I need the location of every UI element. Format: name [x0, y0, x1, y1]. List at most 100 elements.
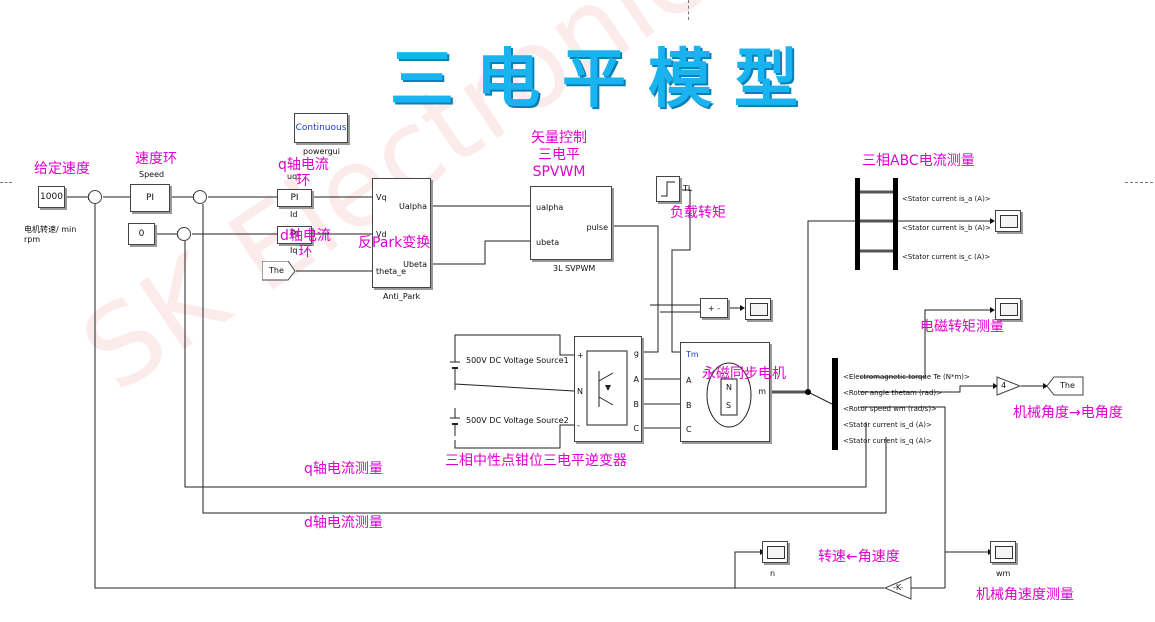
antipark-in-theta: theta_e [376, 267, 407, 276]
annot-svpwm: 矢量控制 三电平 SPVWM [531, 130, 587, 180]
annot-te-meas: 电磁转矩测量 [920, 319, 1004, 335]
torque-scope[interactable] [995, 298, 1021, 320]
theta-from-text: The [269, 266, 284, 275]
meas-signal-iq: <Stator current is_q (A)> [843, 437, 932, 445]
d-sum[interactable] [177, 227, 191, 241]
annot-npc-inverter: 三相中性点钳位三电平逆变器 [445, 453, 627, 469]
guide-line-top [688, 0, 689, 20]
meas-signal-te: <Electromagnetic torque Te (N*m)> [843, 373, 970, 381]
diff-block[interactable]: + - [700, 298, 728, 318]
gain4-text: 4 [1001, 381, 1007, 390]
q-pi-text: PI [290, 193, 299, 203]
const-1000-value: 1000 [40, 192, 63, 202]
load-torque-step[interactable] [656, 176, 680, 202]
annot-wm-meas: 机械角速度测量 [976, 587, 1074, 603]
abc-signal-c: <Stator current is_c (A)> [902, 253, 991, 261]
meas-signal-wm: <Rotor speed wm (rad/s)> [843, 405, 937, 413]
gain-rpm[interactable]: -K- [883, 576, 912, 600]
dc-source2-symbol[interactable] [448, 404, 462, 440]
inverter-port-minus: - [577, 421, 580, 430]
wm-scope[interactable] [990, 541, 1016, 563]
annot-mech-to-elec: 机械角度→电角度 [1013, 405, 1123, 421]
theta-goto-text: The [1060, 381, 1075, 390]
d-pi-block[interactable]: PI [277, 226, 312, 244]
motor-port-m: m [758, 387, 766, 396]
q-pi-block[interactable]: PI [277, 189, 312, 207]
antipark-out-ualpha: Ualpha [398, 202, 427, 211]
abc-bus-bar-right[interactable] [893, 178, 898, 270]
page-title: 三电平模型 [390, 42, 820, 117]
speed-sum[interactable] [88, 190, 102, 204]
inverter-port-c: C [633, 424, 639, 433]
id-ref-constant[interactable]: 0 [128, 223, 155, 245]
inverter-port-b: B [633, 400, 640, 409]
q-sum[interactable] [193, 190, 207, 204]
antipark-out-ubeta: Ubeta [403, 260, 427, 269]
guide-line-left [0, 182, 12, 183]
anti-park-name: Anti_Park [383, 292, 421, 301]
annot-rpm-conv: 转速←角速度 [818, 549, 900, 565]
npc-inverter-block[interactable]: + N - g A B C [574, 336, 642, 442]
theta-goto-tag[interactable]: The [1046, 376, 1084, 396]
uq-label: uq* [287, 172, 302, 181]
iq-label: Iq [290, 246, 298, 255]
motor-port-a: A [686, 376, 692, 385]
antipark-in-vd: Vd [376, 230, 387, 239]
svpwm-out-pulse: pulse [586, 223, 608, 232]
annot-d-meas: d轴电流测量 [304, 515, 383, 531]
diff-scope[interactable] [745, 298, 771, 320]
antipark-in-vq: Vq [376, 193, 387, 202]
inverter-port-g: g [633, 349, 639, 358]
annot-abc-meas: 三相ABC电流测量 [862, 153, 975, 169]
inverter-port-plus: + [577, 351, 584, 360]
motor-port-tm: Tm [686, 350, 699, 359]
annot-inv-park: 反Park变换 [358, 235, 431, 251]
guide-line-right [1125, 182, 1153, 183]
annot-d-loop: d轴电流 环 [280, 228, 331, 260]
dc-source1-label: 500V DC Voltage Source1 [466, 356, 569, 365]
annot-load-torque: 负载转矩 [670, 205, 726, 221]
d-pi-text: PI [290, 230, 299, 240]
abc-scope[interactable] [995, 210, 1021, 232]
gain-pole-pairs[interactable]: 4 [996, 376, 1022, 396]
speed-pi-block[interactable]: PI [130, 184, 170, 212]
speed-ref-constant[interactable]: 1000 [38, 186, 65, 208]
const-0-value: 0 [138, 229, 145, 239]
powergui-label: powergui [303, 147, 340, 156]
annot-speed-loop: 速度环 [135, 151, 177, 167]
theta-from-tag[interactable]: The [261, 260, 296, 281]
n-label: n [770, 569, 776, 578]
svpwm-block[interactable]: ualpha ubeta pulse [530, 186, 612, 260]
wm-label: wm [996, 569, 1011, 578]
inverter-port-n: N [577, 387, 583, 396]
svpwm-in-ubeta: ubeta [536, 238, 560, 247]
anti-park-block[interactable]: Vq Vd theta_e Ualpha Ubeta [372, 178, 431, 288]
annot-pmsm: 永磁同步电机 [702, 366, 786, 382]
dc-source1-symbol[interactable] [448, 348, 462, 384]
rpm-scope[interactable] [762, 541, 788, 563]
tl-label: TL [683, 184, 693, 193]
motor-pole-s: S [726, 401, 732, 410]
annot-q-meas: q轴电流测量 [304, 461, 383, 477]
meas-bus-bar[interactable] [832, 358, 838, 450]
annot-q-loop: q轴电流 环 [278, 157, 329, 189]
motor-port-b: B [686, 401, 692, 410]
meas-signal-theta: <Rotor angle thetam (rad)> [843, 389, 942, 397]
motor-port-c: C [686, 425, 692, 434]
svpwm-in-ualpha: ualpha [536, 203, 564, 212]
pmsm-block[interactable]: Tm A B C m N S [680, 342, 770, 442]
meas-signal-id: <Stator current is_d (A)> [843, 421, 932, 429]
dc-source2-label: 500V DC Voltage Source2 [466, 416, 569, 425]
svpwm-name: 3L SVPWM [553, 264, 596, 273]
inverter-port-a: A [633, 375, 639, 384]
gain-k-text: -K- [893, 583, 904, 592]
abc-bus-bar-left[interactable] [855, 178, 860, 270]
junction-dot [805, 389, 811, 395]
speed-unit-label: 电机转速/ min rpm [24, 225, 77, 244]
diff-symbol: + - [707, 303, 721, 313]
id-label: Id [290, 210, 298, 219]
powergui-block[interactable]: Continuous [294, 113, 348, 143]
abc-signal-a: <Stator current is_a (A)> [902, 195, 991, 203]
